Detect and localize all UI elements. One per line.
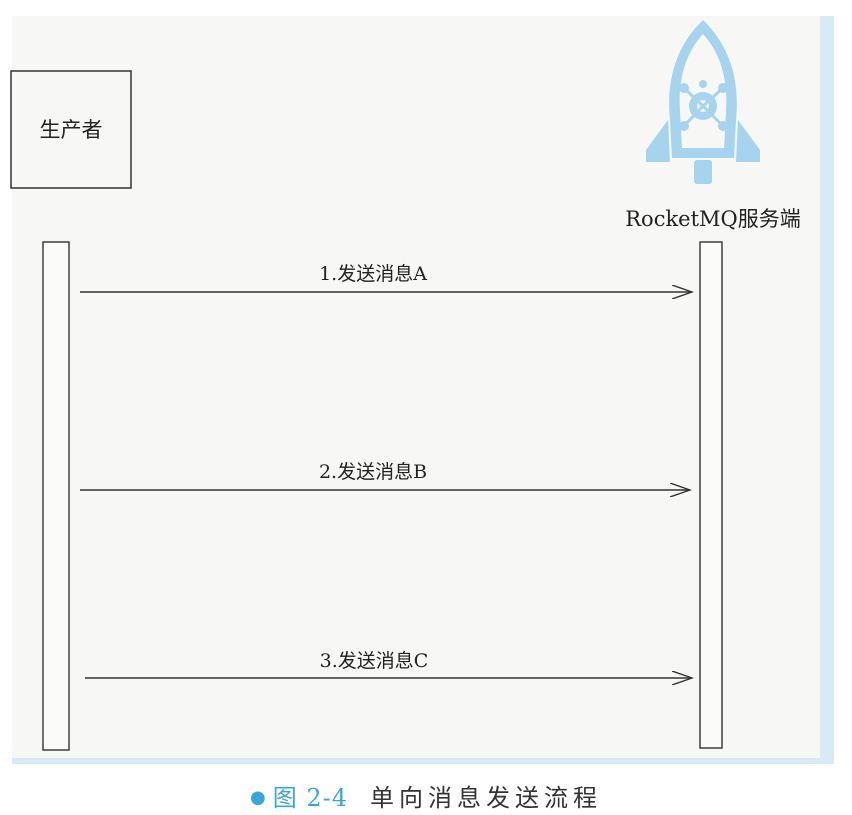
message-label: 1.发送消息A [319, 263, 427, 285]
caption-bullet: ● [250, 787, 267, 808]
message-label: 3.发送消息C [320, 650, 429, 672]
message-3: 3.发送消息C [85, 650, 692, 678]
message-2: 2.发送消息B [80, 461, 690, 490]
message-label: 2.发送消息B [319, 461, 427, 483]
figure-title: 单向消息发送流程 [370, 784, 602, 812]
producer-lifeline [42, 241, 70, 751]
rocket-icon [646, 20, 760, 184]
message-1: 1.发送消息A [80, 263, 692, 292]
figure-caption: ●图 2-4 单向消息发送流程 [0, 778, 852, 813]
server-lifeline [699, 241, 723, 749]
server-label: RocketMQ服务端 [625, 207, 801, 231]
producer-box [10, 70, 132, 189]
producer-label: 生产者 [40, 118, 103, 142]
figure-number: 图 2-4 [272, 784, 348, 812]
